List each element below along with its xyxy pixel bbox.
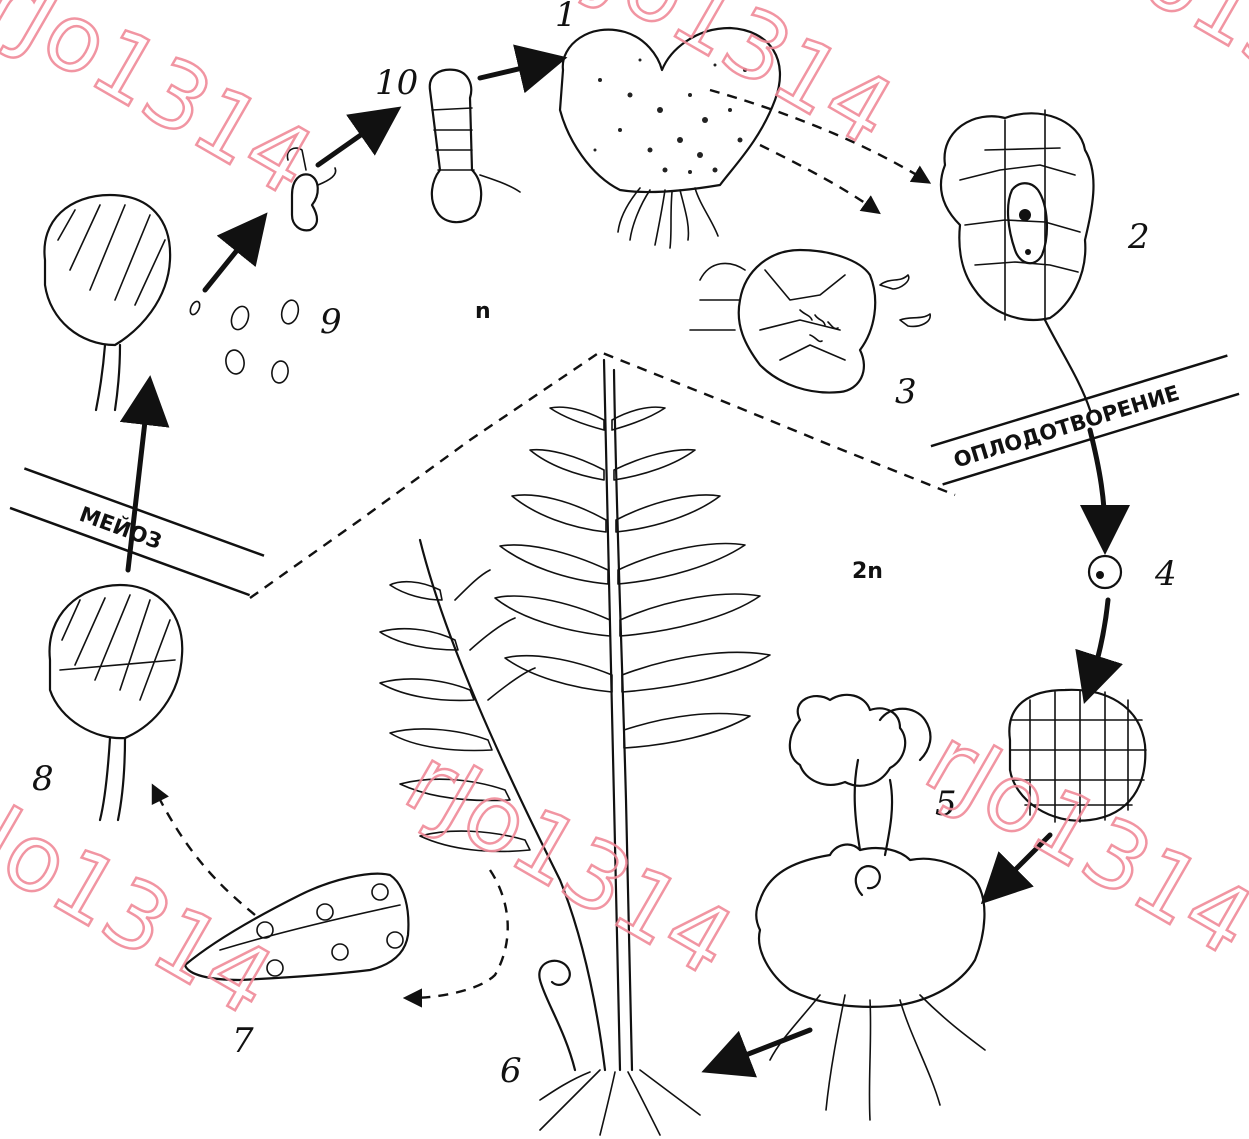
stage-label-8: 8	[32, 759, 54, 799]
sporangium-drawing	[50, 585, 183, 820]
watermark-text: rJo1314	[909, 706, 1249, 976]
haploid-zone-label: n	[475, 299, 491, 324]
watermark-text: rJo1314	[0, 766, 290, 1036]
watermark-text: rJo1314	[0, 0, 330, 217]
dashed-arrow-to-pinna	[410, 870, 508, 998]
diploid-zone-label: 2n	[852, 559, 883, 584]
arrow-spore-to-germinating	[205, 228, 255, 290]
stage-label-10: 10	[375, 63, 418, 103]
protonema-drawing	[430, 70, 520, 222]
watermark-text: rJo1314	[1069, 0, 1249, 157]
watermark-text: rJo1314	[549, 0, 910, 167]
stage-label-2: 2	[1127, 217, 1150, 257]
archegonium-drawing	[941, 110, 1094, 410]
spores-drawing	[188, 298, 300, 384]
watermark-text: rJo1314	[389, 726, 750, 996]
meiosis-label: МЕЙОЗ	[76, 501, 165, 554]
stage-label-9: 9	[320, 302, 342, 342]
stage-label-6: 6	[500, 1051, 522, 1091]
fertilization-banner: ОПЛОДОТВОРЕНИЕ	[931, 356, 1239, 485]
open-sporangium-drawing	[44, 195, 170, 410]
arrow-sporophyte-to-adult	[720, 1030, 810, 1065]
arrow-fertilization-to-zygote	[1090, 430, 1105, 535]
zygote-drawing	[1089, 556, 1121, 588]
watermark-layer: rJo1314 rJo1314 rJo1314 rJo1314 rJo1314 …	[0, 0, 1249, 1037]
arrow-protonema-to-prothallus	[480, 62, 548, 78]
stage-label-4: 4	[1154, 554, 1177, 594]
stage-label-3: 3	[895, 372, 917, 412]
stage-label-1: 1	[555, 0, 577, 35]
arrow-zygote-to-embryo	[1090, 600, 1108, 685]
fertilization-label: ОПЛОДОТВОРЕНИЕ	[951, 381, 1182, 473]
